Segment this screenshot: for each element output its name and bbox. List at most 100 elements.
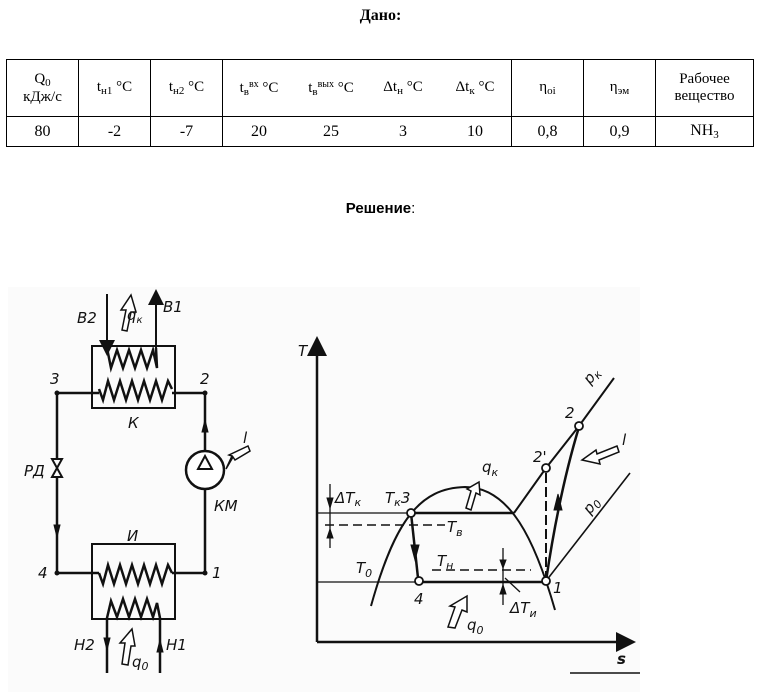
saturation-dome-curve — [370, 485, 556, 611]
label-ts-qk-main: q — [482, 458, 492, 476]
ts-diagram — [307, 336, 640, 674]
header-q0-unit: кДж/с — [23, 88, 62, 105]
header-q0-sub: 0 — [45, 76, 51, 89]
label-ts-q0-sub: 0 — [477, 624, 484, 637]
flow-arrow-up-icon — [201, 419, 209, 433]
header-tv-in-symbol: t — [239, 79, 244, 96]
compressor-triangle-icon — [196, 453, 214, 470]
real-compression-line — [544, 426, 581, 582]
label-tv-main: T — [447, 518, 458, 536]
value-tv-in: 20 — [222, 116, 295, 147]
header-tv-in-unit: °C — [262, 79, 279, 96]
heat-absorption-arrow-icon — [446, 594, 468, 629]
condenser-refrigerant-coil — [97, 376, 174, 405]
ts-point-2 — [574, 421, 584, 431]
brine-out-arrow-icon — [103, 637, 111, 651]
header-dtk: Δtк °C — [439, 59, 512, 117]
condenser-water-coil — [105, 345, 159, 373]
node-3 — [54, 390, 60, 396]
label-ts-point-2prime: 2' — [533, 448, 547, 466]
value-dtk: 10 — [439, 116, 512, 147]
label-compressor: КМ — [214, 497, 238, 515]
refrigeration-scheme — [50, 289, 251, 673]
label-axis-s: s — [617, 650, 626, 668]
dti-leader-line — [504, 577, 521, 593]
label-dti: ΔTи — [509, 599, 537, 620]
value-substance-sub: 3 — [713, 129, 719, 141]
solution-title-colon: : — [411, 200, 416, 217]
label-q0: q0 — [467, 616, 484, 637]
label-axis-t: T — [298, 342, 309, 360]
header-tn1-unit: °C — [116, 79, 133, 95]
isobar-p0 — [545, 472, 631, 582]
solution-title-text: Решение — [345, 200, 412, 217]
throttle-arrow-icon — [410, 544, 420, 562]
label-ts-work: l — [622, 431, 627, 449]
label-p0: p0 — [578, 493, 605, 519]
label-pk: pк — [579, 363, 606, 389]
scheme-nodes — [54, 390, 208, 576]
header-tn1: tн1 °C — [78, 59, 151, 117]
condenser-box — [91, 345, 176, 409]
value-eta-em: 0,9 — [583, 116, 656, 147]
evaporator-refrigerant-coil — [97, 560, 174, 589]
label-point-3: 3 — [50, 370, 60, 388]
header-tv-in: tввх °C — [222, 59, 295, 117]
value-dtn: 3 — [367, 116, 439, 147]
label-condenser: К — [128, 414, 140, 432]
label-dtk-sub: к — [354, 496, 361, 509]
header-tn1-symbol: t — [96, 79, 101, 95]
label-t0-main: T — [356, 559, 367, 577]
header-tv-out-sup: вых — [317, 78, 335, 90]
dtk-arrow-up-icon — [326, 527, 334, 539]
label-point-4: 4 — [38, 564, 48, 582]
label-point-2: 2 — [200, 370, 210, 388]
label-water-in: В2 — [77, 309, 97, 327]
label-water-out: В1 — [163, 298, 183, 316]
label-brine-out: Н2 — [74, 636, 95, 654]
expansion-valve-icon — [50, 458, 64, 478]
scheme-labels: В2 В1 qк 3 2 К l РД КМ И 4 1 Н2 Н1 q0 — [24, 298, 248, 673]
label-tk-point-3: 3 — [401, 489, 411, 507]
compressor-work-arrow-icon — [225, 444, 251, 470]
label-q0-main: q — [132, 653, 142, 671]
value-substance-main: NH — [690, 122, 714, 139]
label-ts-point-4: 4 — [414, 590, 424, 608]
header-eta-em: ηэм — [583, 59, 656, 117]
header-dtn-symbol: Δt — [383, 79, 398, 95]
label-dti-sub: и — [529, 607, 536, 620]
heat-rejection-arrow-icon — [465, 480, 481, 512]
label-q0-scheme: q0 — [132, 653, 149, 673]
label-q0-sub: 0 — [142, 660, 149, 673]
table-values-row: 80 -2 -7 20 25 3 10 0,8 0,9 NH3 — [6, 116, 754, 147]
evaporator-brine-coil — [105, 595, 162, 673]
dti-arrow-down-icon — [499, 559, 507, 570]
value-eta-oi: 0,8 — [511, 116, 584, 147]
header-tv-out-symbol: t — [308, 79, 313, 96]
label-evaporator: И — [127, 527, 138, 545]
compression-arrow-icon — [553, 493, 563, 511]
label-qk-sub: к — [137, 315, 143, 326]
header-tn2-sub: н2 — [173, 85, 185, 97]
label-ts-point-1: 1 — [553, 579, 563, 597]
label-qk: qк — [482, 458, 499, 479]
node-4 — [54, 570, 60, 576]
solution-title: Решение: — [0, 200, 761, 217]
header-tv-in-sup: вх — [248, 78, 259, 90]
flow-arrow-down-icon — [53, 524, 61, 538]
ts-point-2prime — [541, 463, 551, 473]
dtk-arrow-down-icon — [326, 497, 334, 510]
node-1 — [202, 570, 208, 576]
label-tk-main: T — [385, 489, 396, 507]
label-tv: Tв — [447, 518, 463, 539]
value-tv-out: 25 — [295, 116, 367, 147]
header-tv-in-sub: в — [243, 85, 249, 98]
label-tk-sub: к — [394, 496, 401, 509]
header-dtn-sub: н — [397, 85, 403, 97]
label-t0: T0 — [356, 559, 372, 580]
label-dtk-main: ΔT — [334, 489, 356, 507]
header-dtn-unit: °C — [406, 79, 423, 95]
